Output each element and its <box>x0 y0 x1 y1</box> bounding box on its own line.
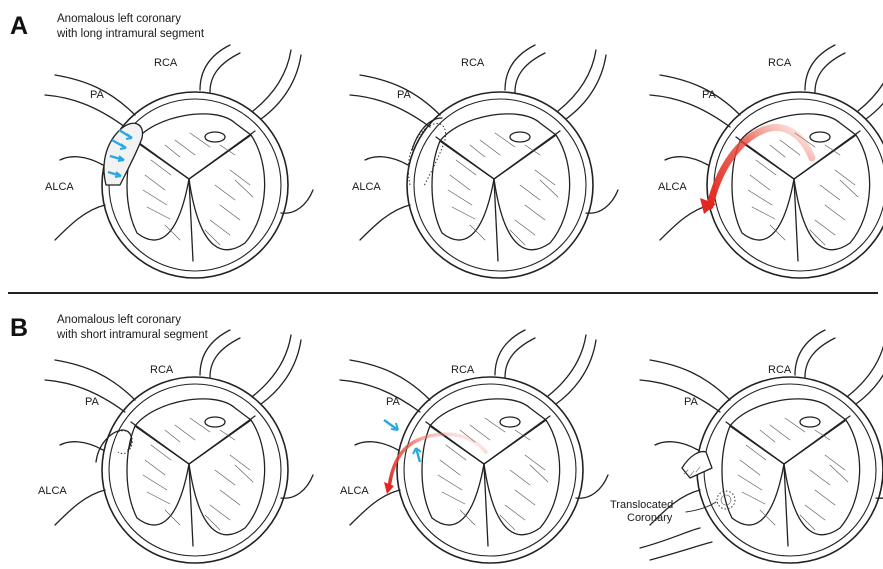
panel-a-caption-line2: with long intramural segment <box>56 28 205 40</box>
rca-label: RCA <box>461 57 485 69</box>
alca-label: ALCA <box>45 181 74 193</box>
panel-b-caption-line1: Anomalous left coronary <box>57 314 181 326</box>
pa-label: PA <box>702 89 717 101</box>
panel-b-letter: B <box>10 314 28 342</box>
panel-a-diagram-3: RCA PA ALCA <box>650 45 883 278</box>
panel-b-caption-line2: with short intramural segment <box>56 329 209 341</box>
alca-label: ALCA <box>340 485 369 497</box>
panel-a-letter: A <box>10 12 28 40</box>
pa-label: PA <box>85 396 100 408</box>
panel-b-diagram-3: RCA PA Translocated Coronary <box>610 330 883 563</box>
pa-label: PA <box>90 89 105 101</box>
rca-label: RCA <box>768 57 792 69</box>
alca-label: ALCA <box>352 181 381 193</box>
rca-label: RCA <box>451 364 475 376</box>
translocated-label-line2: Coronary <box>627 512 673 524</box>
flow-arrow <box>389 434 486 488</box>
panel-a-caption-line1: Anomalous left coronary <box>57 13 181 25</box>
alca-label: ALCA <box>658 181 687 193</box>
rca-label: RCA <box>768 364 792 376</box>
pa-label: PA <box>397 89 412 101</box>
panel-a-diagram-1: RCA PA ALCA <box>45 45 313 278</box>
pa-label: PA <box>684 396 699 408</box>
rca-label: RCA <box>150 364 174 376</box>
alca-label: ALCA <box>38 485 67 497</box>
panel-b-diagram-1: RCA PA ALCA <box>38 330 313 563</box>
panel-a-diagram-2: RCA PA ALCA <box>350 45 618 278</box>
pa-label: PA <box>386 396 401 408</box>
panel-b-diagram-2: RCA PA ALCA <box>340 330 608 563</box>
rca-label: RCA <box>154 57 178 69</box>
translocated-label-line1: Translocated <box>610 499 673 511</box>
